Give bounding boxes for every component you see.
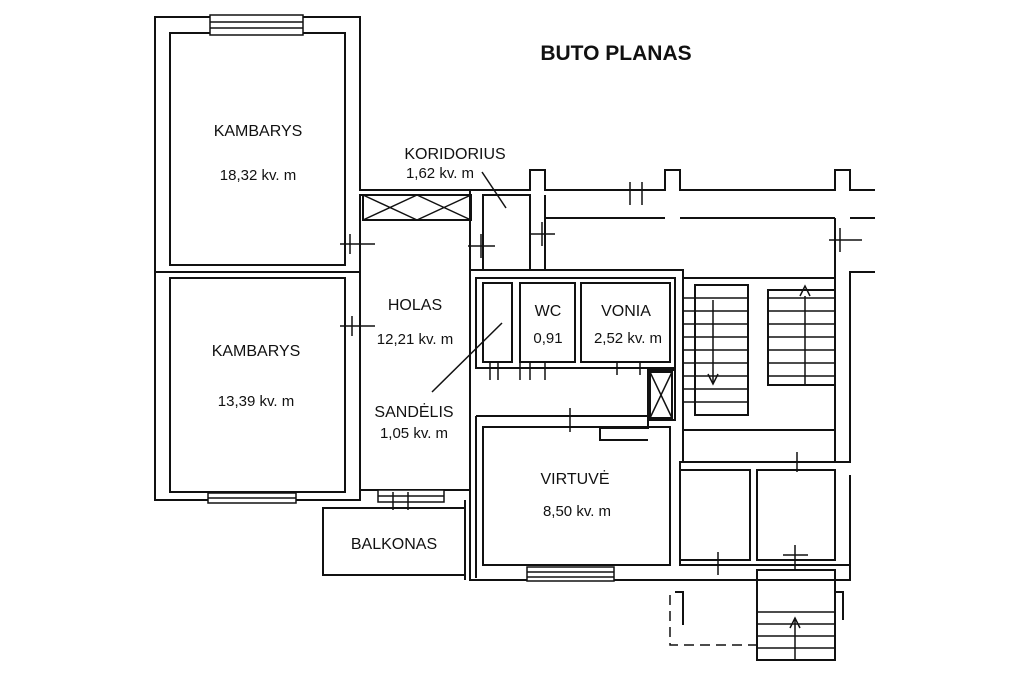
wc-area: 0,91	[533, 330, 562, 347]
corridor-name: KORIDORIUS	[404, 146, 505, 163]
door-marks	[340, 182, 862, 575]
corridor-area: 1,62 kv. m	[406, 165, 474, 182]
hall-name: HOLAS	[388, 297, 442, 314]
storage-name: SANDĖLIS	[374, 402, 453, 421]
bedroom-2-area: 13,39 kv. m	[218, 393, 294, 410]
bathroom-area: 2,52 kv. m	[594, 330, 662, 347]
balcony-outline	[322, 507, 466, 576]
entrance-outline	[669, 591, 844, 646]
bedroom-1-area: 18,32 kv. m	[220, 167, 296, 184]
balcony-name: BALKONAS	[351, 536, 437, 553]
kitchen-area: 8,50 kv. m	[543, 503, 611, 520]
wardrobe	[362, 194, 673, 419]
bedroom-2-name: KAMBARYS	[212, 343, 301, 360]
stairs	[683, 284, 835, 660]
storage-pointer	[431, 322, 503, 393]
plan-title: BUTO PLANAS	[540, 42, 691, 65]
corridor-pointer	[481, 171, 507, 209]
bathroom-name: VONIA	[601, 303, 651, 320]
storage-area: 1,05 kv. m	[380, 425, 448, 442]
hall-area: 12,21 kv. m	[377, 331, 453, 348]
kitchen-name: VIRTUVĖ	[540, 469, 609, 488]
wc-name: WC	[535, 303, 562, 320]
windows	[207, 14, 615, 582]
bedroom-1-name: KAMBARYS	[214, 123, 303, 140]
